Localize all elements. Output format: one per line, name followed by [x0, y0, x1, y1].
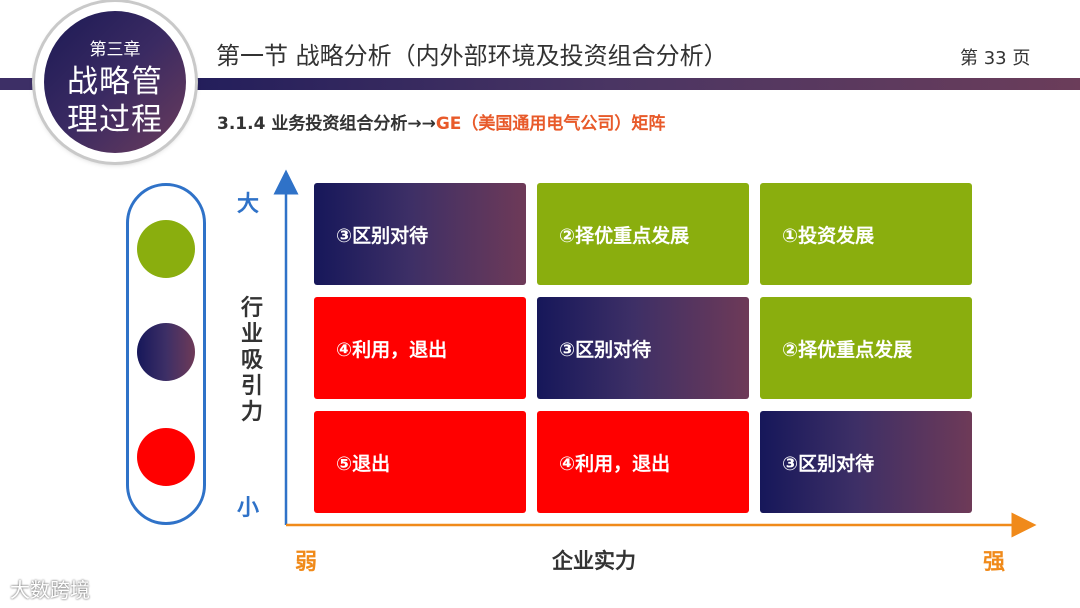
chapter-number: 第三章	[89, 40, 141, 60]
watermark-text: 大数跨境	[10, 578, 90, 602]
header-band-right	[140, 78, 1080, 90]
x-axis-title: 企业实力	[552, 549, 636, 573]
x-axis-low-label: 弱	[295, 550, 318, 575]
legend-gradient-dot	[137, 323, 195, 381]
matrix-cell-label: ①投资发展	[782, 224, 875, 247]
matrix-cell-low-medium: ④利用，退出	[537, 411, 749, 513]
matrix-cell-medium-medium: ③区别对待	[537, 297, 749, 399]
y-axis-title: 行业吸引力	[240, 296, 263, 425]
chapter-badge-inner: 第三章 战略管理过程	[44, 11, 186, 153]
section-title: 第一节 战略分析（内外部环境及投资组合分析）	[216, 42, 728, 70]
y-axis-low-label: 小	[237, 496, 260, 521]
page-number: 第 33 页	[960, 48, 1031, 69]
matrix-cell-label: ③区别对待	[782, 452, 875, 475]
matrix-cell-high-strong: ①投资发展	[760, 183, 972, 285]
slide-subtitle: 3.1.4 业务投资组合分析→→GE（美国通用电气公司）矩阵	[217, 109, 665, 134]
color-legend	[126, 183, 206, 525]
matrix-cell-medium-strong: ②择优重点发展	[760, 297, 972, 399]
matrix-cell-label: ②择优重点发展	[559, 224, 690, 247]
y-axis-high-label: 大	[237, 192, 260, 217]
subtitle-prefix: 3.1.4 业务投资组合分析→→	[217, 114, 436, 134]
matrix-cell-medium-weak: ④利用，退出	[314, 297, 526, 399]
chapter-title: 战略管理过程	[67, 64, 163, 138]
matrix-cell-high-medium: ②择优重点发展	[537, 183, 749, 285]
subtitle-highlight: GE（美国通用电气公司）矩阵	[435, 114, 666, 134]
legend-red-dot	[137, 428, 195, 486]
matrix-cell-label: ②择优重点发展	[782, 338, 913, 361]
x-axis-high-label: 强	[983, 550, 1006, 575]
matrix-cell-high-weak: ③区别对待	[314, 183, 526, 285]
matrix-cell-label: ⑤退出	[336, 452, 391, 475]
matrix-cell-low-weak: ⑤退出	[314, 411, 526, 513]
matrix-cell-label: ④利用，退出	[336, 338, 448, 361]
legend-green-dot	[137, 220, 195, 278]
matrix-cell-label: ③区别对待	[336, 224, 429, 247]
matrix-cell-label: ④利用，退出	[559, 452, 671, 475]
matrix-cell-label: ③区别对待	[559, 338, 652, 361]
matrix-cell-low-strong: ③区别对待	[760, 411, 972, 513]
